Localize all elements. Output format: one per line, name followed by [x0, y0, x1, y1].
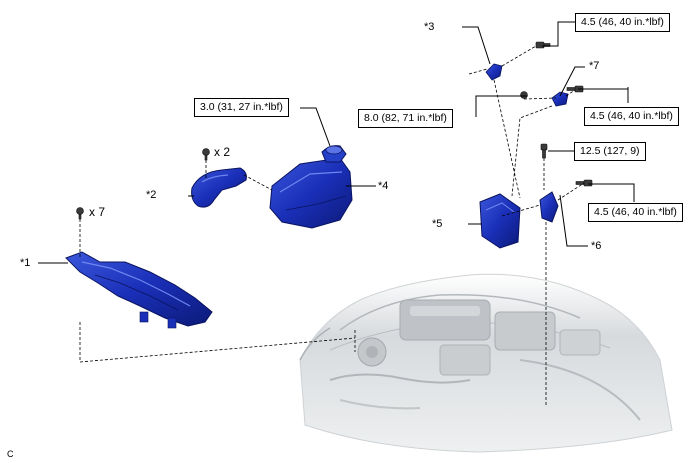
part-7-bracket [551, 91, 569, 107]
part-label-6: *6 [591, 240, 602, 252]
torque-spec-part7: 4.5 (46, 40 in.*lbf) [584, 107, 679, 126]
engine-bay-illustration [299, 273, 673, 453]
part-label-1: *1 [20, 257, 31, 269]
bolt-icon [535, 41, 551, 49]
clip-quantity-part1: x 7 [89, 205, 106, 219]
part-label-2: *2 [146, 189, 157, 201]
torque-spec-part6-top: 12.5 (127, 9) [574, 142, 646, 161]
torque-spec-part4: 3.0 (31, 27 in.*lbf) [194, 98, 289, 117]
clip-icon [76, 207, 84, 220]
part-label-7: *7 [589, 60, 600, 72]
torque-spec-part3: 4.5 (46, 40 in.*lbf) [575, 13, 670, 32]
part-5-module [479, 193, 521, 249]
bolt-icon [540, 143, 548, 159]
part-label-5: *5 [432, 218, 443, 230]
part-6-bracket [539, 191, 559, 223]
guide-lines [79, 45, 585, 405]
part-3-bracket [485, 63, 503, 81]
torque-spec-part6-side: 4.5 (46, 40 in.*lbf) [588, 203, 683, 222]
part-label-4: *4 [378, 180, 389, 192]
part-label-3: *3 [424, 21, 435, 33]
part-4-air-cleaner [269, 145, 353, 229]
torque-spec-part5-nut: 8.0 (82, 71 in.*lbf) [358, 109, 453, 128]
leader-lines [38, 21, 635, 264]
nut-icon [520, 91, 528, 99]
clip-quantity-part2: x 2 [214, 145, 231, 159]
fasteners [76, 41, 593, 220]
figure-code: C [7, 449, 14, 459]
part-2-duct [191, 167, 247, 208]
part-1-cover [65, 251, 213, 329]
clip-icon [202, 148, 210, 161]
